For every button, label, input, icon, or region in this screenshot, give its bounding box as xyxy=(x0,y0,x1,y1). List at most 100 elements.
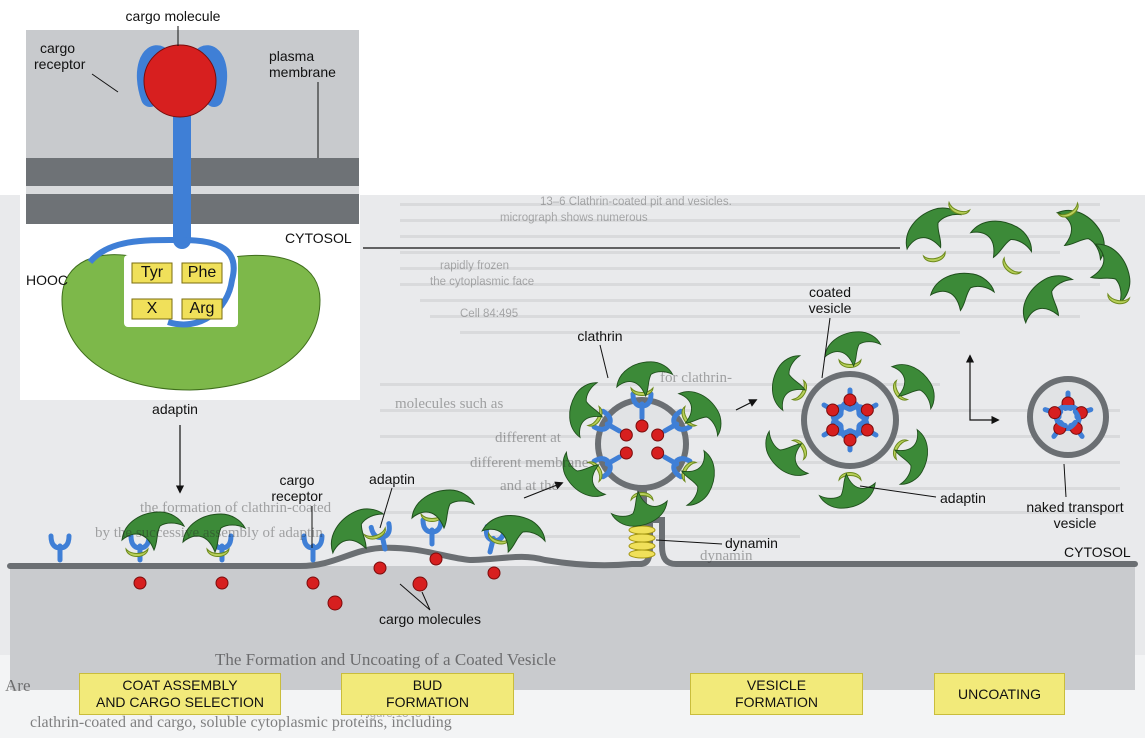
released-adaptin xyxy=(1107,292,1131,305)
dynamin-ring xyxy=(628,525,656,535)
receptor-body xyxy=(48,533,72,563)
label-adaptin-bud: adaptin xyxy=(369,471,415,487)
bud-cargo-bound xyxy=(306,576,320,590)
leader-dynamin xyxy=(655,539,723,545)
leader-inset-receptor xyxy=(91,73,119,93)
inset-receptor-loop xyxy=(167,237,237,328)
adaptin-shape xyxy=(948,200,971,215)
clathrin-triskelion xyxy=(182,513,247,554)
bud-cargo-free xyxy=(412,576,428,592)
vesicle-clathrin xyxy=(677,391,722,438)
coated-vesicle-clathrin xyxy=(818,472,876,509)
label-clathrin: clathrin xyxy=(577,328,623,344)
vesicle-clathrin xyxy=(680,449,715,506)
bud-receptor xyxy=(420,517,444,547)
adaptin-shape xyxy=(630,386,654,396)
bg-body-line-8: dynamin xyxy=(700,548,753,564)
bg-caption-line-5: Cell 84:495 xyxy=(460,308,519,320)
label-plasma-membrane-1: plasma xyxy=(269,48,315,64)
label-plasma-membrane-2: membrane xyxy=(269,64,336,80)
clathrin-triskelion xyxy=(905,207,963,251)
label-naked-vesicle-1: naked transport xyxy=(1026,499,1124,515)
coated-vesicle-adaptin xyxy=(838,472,862,482)
blurred-text-line xyxy=(380,535,800,538)
coated-vesicle-cargo xyxy=(860,403,874,417)
arrow-to-naked-vesicle xyxy=(969,390,1000,425)
label-cytosol-main: CYTOSOL xyxy=(1064,544,1131,560)
vesicle-adaptin xyxy=(681,461,698,483)
vesicle-cargo xyxy=(635,419,649,433)
receptor-body xyxy=(301,533,325,563)
adaptin-shape xyxy=(790,439,808,461)
stage-uncoating-line-1: UNCOATING xyxy=(958,685,1041,702)
coated-vesicle-cargo xyxy=(843,433,857,447)
clathrin-triskelion xyxy=(562,450,607,497)
adaptin-shape xyxy=(206,547,230,557)
adaptin-shape xyxy=(1002,256,1023,275)
bg-caption-line-2: micrograph shows numerous xyxy=(500,212,648,224)
released-adaptin xyxy=(1002,256,1023,275)
released-clathrin xyxy=(1089,243,1131,305)
blurred-text-line xyxy=(380,511,1120,514)
naked-vesicle-membrane xyxy=(1027,376,1109,458)
blurred-text-line xyxy=(400,235,1100,238)
label-cargo-receptor-2: receptor xyxy=(271,488,323,504)
label-cargo-molecule: cargo molecule xyxy=(125,8,221,24)
receptor-body xyxy=(368,521,392,552)
blurred-text-line xyxy=(460,331,960,334)
bg-heading-prefix: Are xyxy=(5,676,31,695)
released-clathrin xyxy=(929,272,996,312)
stage-vesicle-formation: VESICLE FORMATION xyxy=(690,673,863,715)
blurred-text-line xyxy=(380,487,1120,490)
adaptin-shape xyxy=(363,526,386,540)
vesicle-receptor xyxy=(591,454,622,480)
bud-clathrin xyxy=(411,489,476,530)
released-adaptin xyxy=(948,200,971,215)
coated-vesicle-clathrin xyxy=(772,355,806,412)
coated-vesicle-membrane xyxy=(801,371,899,469)
blurred-text-line xyxy=(400,219,1120,222)
vesicle-receptor xyxy=(630,391,654,421)
coated-vesicle-cargo xyxy=(826,403,840,417)
blurred-text-line xyxy=(400,203,1100,206)
released-adaptin xyxy=(1057,201,1079,218)
vesicle-clathrin xyxy=(569,382,604,439)
stage-bud-formation-line-1: BUD xyxy=(412,677,443,693)
stage-coat-assembly: COAT ASSEMBLY AND CARGO SELECTION xyxy=(79,673,281,715)
blurred-text-line xyxy=(430,315,1080,318)
blurred-text-line xyxy=(400,283,1100,286)
bud-receptor xyxy=(368,521,392,552)
bg-caption-line-3: rapidly frozen xyxy=(440,260,510,272)
bud-cargo xyxy=(429,552,443,566)
label-coated-vesicle-1: coated xyxy=(808,284,852,300)
arrow-bud-to-vesicle xyxy=(523,481,564,499)
blurred-text-line xyxy=(380,383,940,386)
clathrin-triskelion xyxy=(765,429,810,476)
coat-assembly-receptor xyxy=(48,533,72,563)
stage-bud-formation-line-2: FORMATION xyxy=(386,694,469,710)
clathrin-triskelion xyxy=(680,449,715,506)
motif-tyr: Tyr xyxy=(140,264,164,281)
receptor-body xyxy=(420,517,444,547)
clathrin-triskelion xyxy=(330,508,385,555)
coat-assembly-adaptin xyxy=(206,547,230,557)
coated-vesicle-clathrin xyxy=(890,364,935,411)
inset-membrane-inner xyxy=(26,194,359,224)
bud-receptor-free xyxy=(301,533,325,563)
bud-cargo xyxy=(487,566,501,580)
bg-body-line-3: different at xyxy=(495,430,561,446)
bud-clathrin xyxy=(330,508,385,555)
vesicle-receptor xyxy=(662,454,693,480)
bg-body-line-4: different membrane xyxy=(470,455,589,471)
released-clathrin xyxy=(1022,275,1074,325)
clathrin-triskelion xyxy=(894,428,928,485)
vesicle-clathrin xyxy=(562,450,607,497)
bud-cargo-free xyxy=(327,595,343,611)
dynamin-ring xyxy=(628,549,656,559)
receptor-body xyxy=(591,408,622,434)
label-cargo-receptor-inset-2: receptor xyxy=(34,56,86,72)
clathrin-triskelion xyxy=(1055,209,1105,261)
coated-vesicle-cargo xyxy=(826,423,840,437)
blurred-text-line xyxy=(420,299,1110,302)
vesicle-adaptin xyxy=(630,386,654,396)
